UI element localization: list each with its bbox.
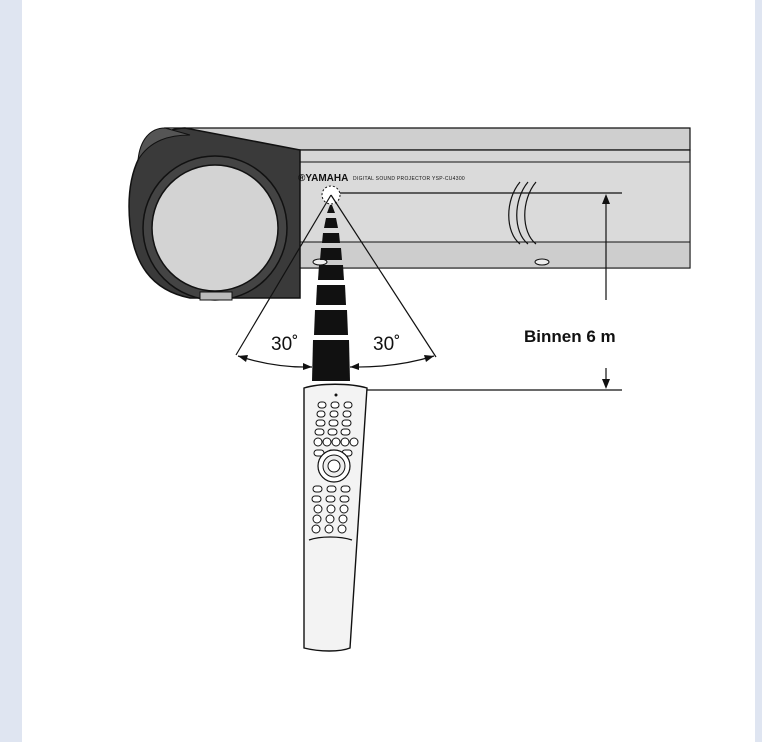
angle-left-label: 30˚: [271, 334, 298, 355]
arrow-head: [303, 363, 312, 370]
ir-beam: [235, 194, 437, 381]
arrow-head: [350, 363, 359, 370]
brand-logo: ®YAMAHA: [298, 173, 348, 184]
distance-label: Binnen 6 m: [524, 327, 616, 346]
arrow-head: [602, 194, 610, 204]
model-text: DIGITAL SOUND PROJECTOR YSP-CU4300: [353, 176, 465, 182]
sound-bar: [128, 127, 691, 301]
angle-right-label: 30˚: [373, 334, 400, 355]
distance-dimension: [340, 192, 622, 391]
diagram-panel: [22, 0, 755, 742]
arrow-head: [424, 355, 434, 362]
remote-control: [303, 383, 368, 652]
arrow-head: [238, 355, 248, 362]
arrow-head: [602, 379, 610, 389]
